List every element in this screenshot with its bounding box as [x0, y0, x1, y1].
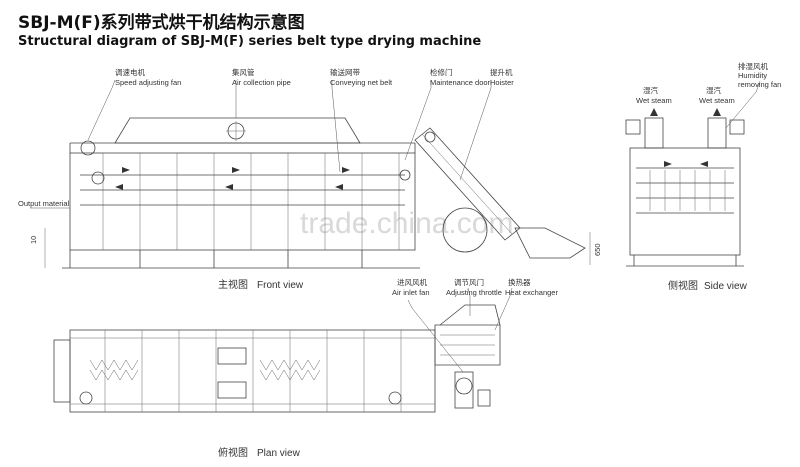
plan-mesh-right	[259, 359, 321, 371]
dimension-right: 650	[593, 243, 602, 256]
front-view-caption-en: Front view	[257, 280, 304, 291]
plan-view-caption-en: Plan view	[257, 448, 301, 459]
belt-arrow	[115, 184, 123, 190]
side-flow-arrow	[664, 161, 672, 167]
humidity-fan-label-en2: removing fan	[738, 80, 781, 89]
air-inlet-label-en: Air inlet fan	[392, 288, 430, 297]
air-inlet-fan	[454, 371, 474, 409]
hoister-label-cn: 提升机	[490, 67, 513, 77]
plan-mesh-left	[89, 359, 139, 371]
side-body	[629, 147, 741, 256]
belt-arrow	[225, 184, 233, 190]
side-fan-right	[707, 117, 727, 149]
plan-view-caption-cn: 俯视图	[218, 446, 248, 459]
dimension-left: 10	[29, 236, 38, 244]
air-inlet-motor	[477, 389, 491, 407]
plan-motor-left	[79, 391, 93, 405]
steam-arrow-right	[713, 108, 721, 116]
wet-steam-left-en: Wet steam	[636, 96, 672, 105]
hoister-wheel	[442, 207, 488, 253]
humidity-fan-label-cn: 排湿风机	[738, 61, 768, 71]
speed-fan-label-cn: 调速电机	[115, 67, 145, 77]
air-pipe-label-en: Air collection pipe	[232, 78, 291, 87]
plan-end-cap	[53, 339, 71, 403]
belt-arrow	[232, 167, 240, 173]
heat-exchanger	[434, 324, 501, 366]
steam-arrow-left	[650, 108, 658, 116]
speed-fan-label-en: Speed adjusting fan	[115, 78, 181, 87]
door-label-cn: 检修门	[430, 67, 453, 77]
drive-sprocket	[91, 171, 105, 185]
belt-arrow	[122, 167, 130, 173]
humidity-fan-label-en1: Humidity	[738, 71, 767, 80]
plan-view: 进风风机 Air inlet fan 调节风门 Adjusting thrott…	[53, 277, 558, 459]
side-view-caption-cn: 侧视图	[668, 279, 698, 292]
watermark-text: trade.china.com	[300, 207, 513, 240]
hoister-label-en: Hoister	[490, 78, 514, 87]
heat-exchanger-label-en: Heat exchanger	[505, 288, 558, 297]
side-duct-left	[625, 119, 641, 135]
side-fan-left	[644, 117, 664, 149]
wet-steam-left-cn: 湿汽	[643, 85, 658, 95]
net-belt-label-cn: 输送网带	[330, 67, 360, 77]
title-chinese: SBJ-M(F)系列带式烘干机结构示意图	[18, 13, 305, 33]
front-view-caption-cn: 主视图	[218, 278, 248, 291]
dryer-body	[69, 152, 416, 251]
net-belt-label-en: Conveying net belt	[330, 78, 393, 87]
side-view-caption-en: Side view	[704, 281, 748, 292]
front-view: 10 Output material 650 调速电机 Speed adjust…	[18, 67, 602, 291]
hoister-top-pulley	[424, 131, 436, 143]
plan-fan-lower	[217, 381, 247, 399]
air-inlet-label-cn: 进风风机	[397, 277, 427, 287]
air-pipe-label-cn: 集风管	[232, 67, 255, 77]
heat-exchanger-label-cn: 换热器	[508, 277, 531, 287]
wet-steam-right-cn: 湿汽	[706, 85, 721, 95]
belt-arrow	[335, 184, 343, 190]
side-view: 湿汽 Wet steam 湿汽 Wet steam 排湿风机 Humidity …	[625, 61, 781, 292]
feed-hopper	[514, 227, 586, 259]
tail-sprocket	[399, 169, 411, 181]
throttle-hood	[439, 304, 501, 326]
belt-arrow	[342, 167, 350, 173]
door-label-en: Maintenance door	[430, 78, 491, 87]
plan-motor-right	[388, 391, 402, 405]
throttle-label-cn: 调节风门	[454, 278, 484, 287]
side-flow-arrow	[700, 161, 708, 167]
wet-steam-right-en: Wet steam	[699, 96, 735, 105]
speed-fan-motor	[80, 140, 96, 156]
output-material-label: Output material	[18, 199, 70, 208]
side-duct-right	[729, 119, 745, 135]
throttle-label-en: Adjusting throttle	[446, 288, 502, 297]
plan-fan-upper	[217, 347, 247, 365]
title-english: Structural diagram of SBJ-M(F) series be…	[18, 34, 482, 49]
plan-body	[69, 329, 436, 413]
